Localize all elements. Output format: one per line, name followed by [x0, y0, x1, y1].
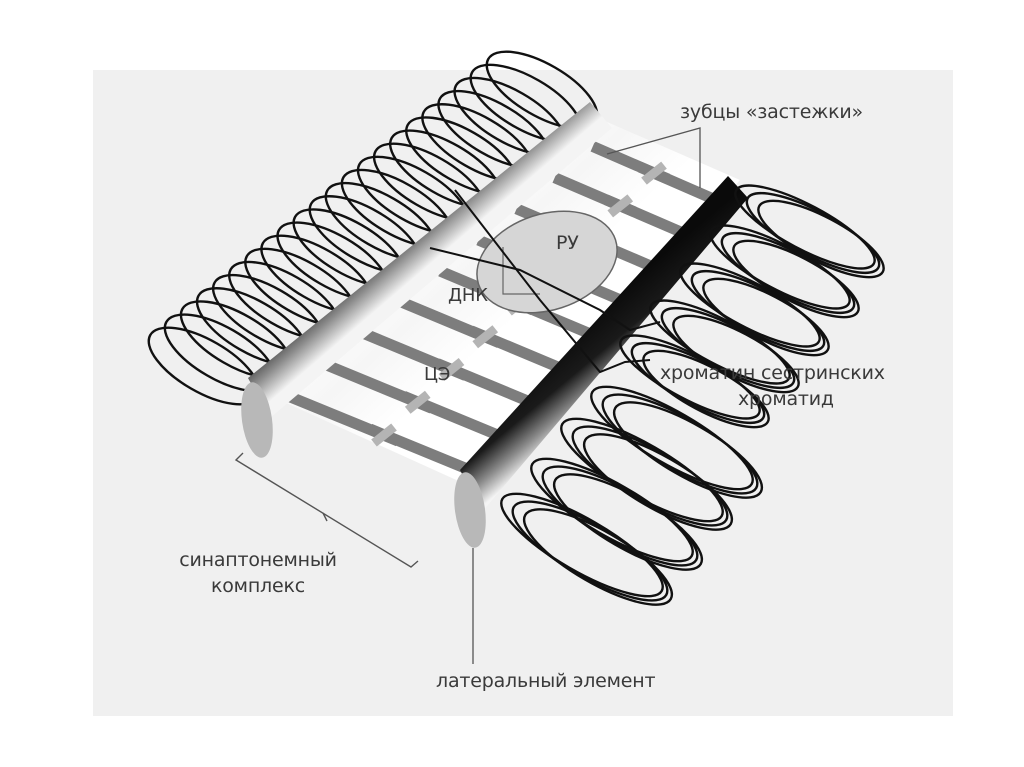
- central-element-segment: [641, 161, 667, 185]
- label-synaptonemal-2: комплекс: [210, 575, 305, 597]
- chromatin-loop: [630, 341, 766, 425]
- central-element-segment: [607, 194, 634, 218]
- chromatin-loop: [552, 473, 704, 571]
- label-sister-chromatin-2: хроматид: [738, 388, 834, 410]
- label-zipper-teeth: зубцы «застежки»: [680, 101, 863, 123]
- right-chromatin-coils: [500, 184, 885, 606]
- chromatin-loop: [745, 191, 881, 275]
- chromatin-loop: [619, 334, 761, 420]
- chromatin-loop: [522, 508, 674, 606]
- left-lateral-element: [241, 102, 612, 458]
- dna-strand: [429, 247, 661, 332]
- dna-leader: [502, 247, 540, 295]
- left-lateral-cap: [241, 382, 273, 458]
- label-sister-chromatin-1: хроматин сестринских: [660, 362, 885, 384]
- chromatin-loop: [734, 184, 876, 270]
- dna-strand: [454, 189, 651, 374]
- right-lateral-cap: [454, 472, 486, 548]
- chromatin-loop: [690, 269, 826, 353]
- recombination-nodule: [476, 210, 618, 314]
- label-synaptonemal-1: синаптонемный: [179, 549, 337, 571]
- complex-bracket-tick: [322, 512, 328, 522]
- label-recombination-nodule: РУ: [556, 232, 579, 254]
- chromatin-loop: [500, 492, 664, 598]
- label-lateral-element: латеральный элемент: [436, 670, 656, 692]
- central-element-segment: [472, 325, 499, 349]
- chromatin-loop: [732, 239, 860, 319]
- teeth-leader: [606, 127, 701, 188]
- chromatin-loop: [709, 224, 851, 310]
- central-element-segment: [404, 390, 431, 414]
- label-dna: ДНК: [448, 285, 488, 306]
- chromatin-loop: [642, 349, 770, 429]
- chromatin-loop: [679, 262, 821, 348]
- chromatin-loop: [582, 433, 734, 531]
- central-element-segment: [438, 358, 465, 382]
- chromatin-loop: [720, 231, 856, 315]
- right-lateral-element: [454, 176, 748, 548]
- chromatin-loop: [590, 385, 754, 491]
- chromatin-loop: [612, 401, 764, 499]
- label-central-element: ЦЭ: [424, 364, 451, 385]
- central-element-segment: [371, 423, 397, 447]
